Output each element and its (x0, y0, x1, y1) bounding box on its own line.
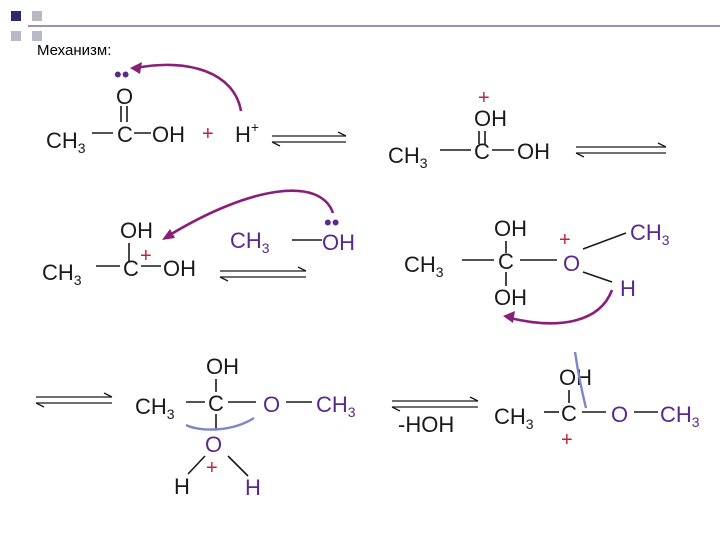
protonated-acid: + OH CH3 C OH (388, 87, 550, 171)
charge-plus: + (478, 87, 490, 109)
arrow-head (162, 229, 175, 240)
curved-arrow (167, 189, 335, 238)
arrow-head (130, 62, 142, 74)
equilibrium-arrow (35, 392, 113, 408)
hydroxyl-label: OH (494, 285, 527, 310)
hydroxyl-label: OH (152, 122, 185, 147)
bond-cleavage-mark (185, 416, 255, 431)
oxonium-adduct: OH CH3 C OH O + CH3 H (404, 216, 670, 310)
methyl-label: CH3 (316, 392, 356, 420)
deco-square (32, 31, 42, 41)
lone-pair: •• (324, 210, 339, 235)
ether-oxygen: O (263, 392, 280, 417)
arrow-head (503, 311, 515, 323)
carbon-label: C (123, 256, 139, 281)
hydrogen-label: H (174, 474, 190, 499)
bond (227, 455, 249, 477)
deco-square (11, 11, 21, 21)
lone-pair: •• (114, 62, 129, 87)
methyl-label: CH3 (660, 402, 700, 430)
deco-square (32, 11, 42, 21)
ch3-label: CH3 (46, 128, 86, 156)
page-title: Механизм: (37, 42, 112, 59)
oxonium-oxygen: O (563, 251, 580, 276)
bond (187, 455, 206, 475)
ch3-label: CH3 (388, 143, 428, 171)
ch3-label: CH3 (135, 394, 175, 422)
ether-oxygen: O (611, 402, 628, 427)
methyl-label: CH3 (230, 228, 270, 256)
carbocation: OH + CH3 C OH (42, 218, 196, 288)
ch3-label: CH3 (494, 404, 534, 432)
carbon-label: C (561, 401, 577, 426)
curved-arrow (135, 63, 243, 112)
curved-arrow (509, 289, 614, 325)
carbon-label: C (474, 139, 490, 164)
carbon-label: C (498, 249, 514, 274)
carbon-label: C (208, 391, 224, 416)
tetrahedral-intermediate: OH CH3 C O CH3 O + H H (135, 354, 356, 500)
equilibrium-arrow (391, 396, 479, 412)
protonated-ester: OH CH3 C + O CH3 (494, 351, 700, 451)
hydroxyl-label: OH (206, 354, 239, 379)
acetic-acid: CH3 C O •• OH (46, 62, 185, 156)
carbon-label: C (117, 122, 133, 147)
hydroxyl-label: OH (474, 106, 507, 131)
charge-plus: + (206, 457, 218, 479)
hydroxyl-label: OH (517, 139, 550, 164)
hydroxyl-label: OH (120, 218, 153, 243)
hydrogen-label: H (245, 475, 261, 500)
carbonyl-oxygen: O (116, 84, 133, 109)
water-elimination-label: -HOH (398, 412, 454, 437)
charge-plus: + (140, 245, 152, 267)
hydroxyl-label: OH (559, 365, 592, 390)
charge-plus: + (559, 229, 571, 251)
bond-cleavage-mark (573, 351, 588, 409)
ch3-label: CH3 (42, 260, 82, 288)
plus-sign: + (202, 123, 214, 145)
proton: H+ (235, 119, 259, 147)
methanol-hydroxyl: OH (322, 230, 355, 255)
methanol: CH3 •• OH (230, 210, 355, 256)
leaving-oxygen: O (205, 432, 222, 457)
equilibrium-arrow (575, 142, 667, 158)
ch3-label: CH3 (404, 252, 444, 280)
hydroxyl-label: OH (494, 216, 527, 241)
bond (582, 271, 613, 283)
hydroxyl-label: OH (163, 256, 196, 281)
equilibrium-arrow (271, 131, 347, 147)
equilibrium-arrow (219, 266, 307, 282)
methyl-label: CH3 (630, 220, 670, 248)
charge-plus: + (561, 429, 573, 451)
deco-square (11, 31, 21, 41)
corner-decoration (11, 11, 720, 41)
bond (582, 232, 627, 250)
hydrogen-label: H (620, 276, 636, 301)
